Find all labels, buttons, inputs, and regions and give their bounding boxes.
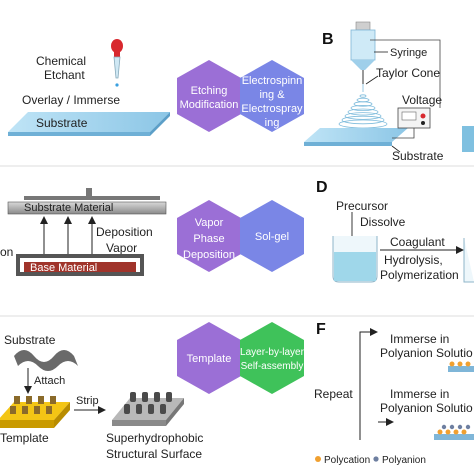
etchant-label: Etchant xyxy=(44,68,85,82)
layered-substrate-2 xyxy=(434,424,474,440)
voltage-source-icon xyxy=(397,107,431,129)
taylor-pointer xyxy=(365,75,379,85)
hex-solgel-line-0: Sol-gel xyxy=(255,231,289,243)
result-label-line2: Structural Surface xyxy=(106,447,202,461)
base-container xyxy=(16,254,144,276)
hex-vapor-line-2: Deposition xyxy=(183,249,235,261)
panel-label-f: F xyxy=(316,321,326,338)
wire-top xyxy=(370,39,441,108)
template-block xyxy=(0,396,70,428)
hydrolysis-label: Hydrolysis, xyxy=(384,253,443,267)
attach-label: Attach xyxy=(34,375,65,387)
voltage-label: Voltage xyxy=(402,93,442,107)
hex-vapor-line-1: Phase xyxy=(193,233,224,245)
polyanion-marker xyxy=(373,456,379,462)
polymerization-label: Polymerization xyxy=(380,268,459,282)
hex-etching-line-0: Etching xyxy=(191,85,228,97)
precursor-label: Precursor xyxy=(336,199,388,213)
hex-template-line-0: Template xyxy=(187,353,232,365)
polycation-marker xyxy=(315,456,321,462)
panel-b-electrospinning: B Syringe Taylor Cone Voltage xyxy=(304,21,474,163)
vapor-label: Vapor xyxy=(106,241,137,255)
hex-electro-line-2: Electrospray xyxy=(241,103,303,115)
hexagon-layer-by-layer: Layer-by-layer Self-assembly xyxy=(240,322,305,394)
hex-lbl-line-1: Self-assembly xyxy=(241,361,304,372)
overlay-label: Overlay / Immerse xyxy=(22,93,120,107)
chemical-label: Chemical xyxy=(36,54,86,68)
hexagon-template: Template xyxy=(177,322,241,394)
beaker-icon xyxy=(332,236,378,283)
panel-e-substrate-label: Substrate xyxy=(4,333,56,347)
cropped-beaker-icon xyxy=(463,238,474,283)
deposition-label: Deposition xyxy=(96,225,153,239)
layered-substrate-1 xyxy=(448,361,474,372)
droplet-icon xyxy=(115,83,119,87)
panel-e-template: Substrate Attach Template Strip xyxy=(0,333,203,461)
hexagon-solgel: Sol-gel xyxy=(240,200,304,272)
hex-etching-line-1: Modification xyxy=(180,99,239,111)
collector-plate xyxy=(304,128,408,146)
fiber-spiral xyxy=(338,84,388,129)
panel-a-etching: Chemical Etchant Overlay / Immerse Subst… xyxy=(8,39,170,136)
substrate-material-label: Substrate Material xyxy=(24,202,113,214)
repeat-label: Repeat xyxy=(314,387,353,401)
cropped-edge xyxy=(462,126,474,152)
dropper-icon xyxy=(111,39,123,79)
substrate-pointer xyxy=(391,145,401,153)
substrate-material-block xyxy=(7,201,167,215)
hex-lbl-line-0: Layer-by-layer xyxy=(240,347,305,358)
cut-off-label: on xyxy=(0,245,13,259)
panel-c-vapor-deposition: Substrate Material Deposition Vapor on B… xyxy=(0,188,167,276)
panel-b-substrate-label: Substrate xyxy=(392,149,444,163)
syringe-icon xyxy=(350,21,376,84)
hex-electro-line-1: ing & xyxy=(259,89,285,101)
immerse1-line2: Polyanion Solutio xyxy=(380,346,473,360)
substrate-label: Substrate xyxy=(36,116,88,130)
hex-vapor-line-0: Vapor xyxy=(195,217,224,229)
immerse2-line2: Polyanion Solutio xyxy=(380,401,473,415)
hexagon-vapor: Vapor Phase Deposition xyxy=(177,200,241,272)
holder-top-bar xyxy=(24,196,160,200)
panel-f-layer-by-layer: F Immerse in Polyanion Solutio Immerse i… xyxy=(314,321,474,466)
wavy-substrate xyxy=(14,350,78,371)
result-label-line1: Superhydrophobic xyxy=(106,431,203,445)
coagulant-label: Coagulant xyxy=(390,235,445,249)
template-label: Template xyxy=(0,431,49,445)
legend-polyanion: Polyanion xyxy=(382,455,426,466)
hex-electro-line-3: ing xyxy=(265,117,280,129)
immerse2-line1: Immerse in xyxy=(390,387,449,401)
strip-label: Strip xyxy=(76,395,99,407)
immerse1-line1: Immerse in xyxy=(390,332,449,346)
wire-bottom xyxy=(392,128,415,139)
hexagon-etching: Etching Modification xyxy=(177,60,241,132)
hex-electro-line-0: Electrospinn xyxy=(242,75,303,87)
hexagon-electrospinning: Electrospinn ing & Electrospray ing xyxy=(240,60,304,132)
legend-polycation: Polycation xyxy=(324,455,370,466)
holder-stem xyxy=(86,188,92,196)
taylor-cone-label: Taylor Cone xyxy=(376,66,440,80)
structured-surface xyxy=(112,392,184,426)
syringe-label: Syringe xyxy=(390,47,427,59)
panel-label-b: B xyxy=(322,31,334,48)
panel-d-sol-gel: D Precursor Dissolve Coagulant Hydrolysi… xyxy=(316,179,474,283)
dissolve-label: Dissolve xyxy=(360,215,406,229)
substrate-plate xyxy=(8,112,170,136)
panel-label-d: D xyxy=(316,179,328,196)
repeat-bracket xyxy=(359,331,372,440)
base-material-label: Base Material xyxy=(30,262,97,274)
